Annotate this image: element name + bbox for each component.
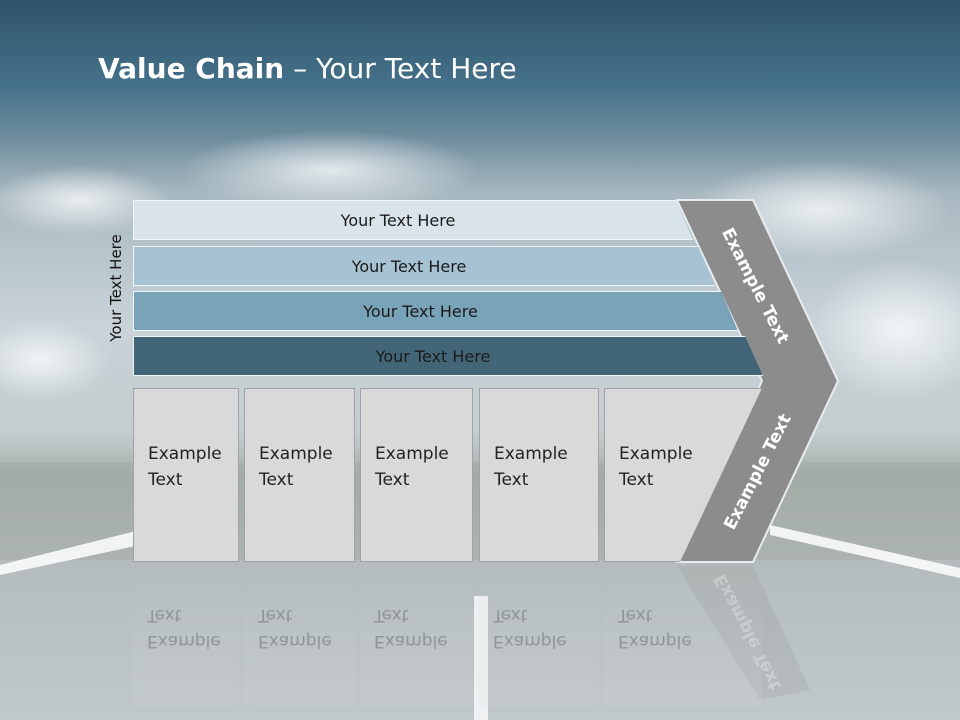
card-2-reflection-line2: Text [258,605,293,625]
card-5-reflection-line1: Example [618,631,692,651]
card-4-reflection-line1: Example [493,631,567,651]
card-5-line2: Text [619,470,654,490]
bar-4-label: Your Text Here [375,346,491,366]
card-4-reflection-line2: Text [493,605,528,625]
card-2-reflection-line1: Example [258,631,332,651]
bar-3: Your Text Here [133,291,738,331]
card-4-line2: Text [494,470,529,490]
card-3-reflection-line1: Example [374,631,448,651]
bar-2: Your Text Here [133,246,715,286]
card-1-line2: Text [148,470,183,490]
card-3-line2: Text [375,470,410,490]
page-title: Value Chain – Your Text Here [98,52,517,85]
card-1-reflection-line1: Example [147,631,221,651]
bar-2-label: Your Text Here [351,256,467,276]
card-4: Example Text [479,388,599,562]
card-5-line1: Example [619,444,693,464]
card-5-reflection: Example Text [604,566,762,706]
card-2-reflection: Example Text [244,566,355,706]
card-3-line1: Example [375,444,449,464]
card-3-reflection: Example Text [360,566,473,706]
card-5-reflection-line2: Text [618,605,653,625]
card-3-reflection-line2: Text [374,605,409,625]
card-1: Example Text [133,388,239,562]
card-4-line1: Example [494,444,568,464]
card-4-reflection: Example Text [479,566,599,706]
card-3: Example Text [360,388,473,562]
bar-1-label: Your Text Here [340,210,456,230]
card-1-reflection-line2: Text [147,605,182,625]
card-1-reflection: Example Text [133,566,239,706]
bar-1: Your Text Here [133,200,693,240]
title-rest: – Your Text Here [284,52,517,85]
bar-3-label: Your Text Here [363,301,478,321]
card-1-line1: Example [148,444,222,464]
bar-4: Your Text Here [133,336,763,376]
title-bold: Value Chain [98,52,285,85]
card-2: Example Text [244,388,355,562]
card-2-line1: Example [259,444,333,464]
card-2-line2: Text [259,470,294,490]
